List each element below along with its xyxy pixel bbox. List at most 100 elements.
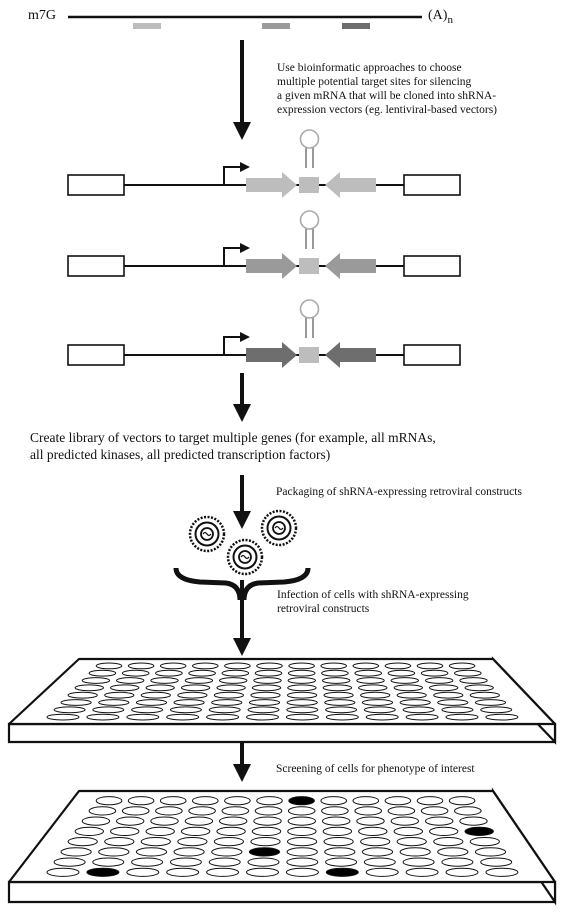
well [166,867,200,877]
well [480,857,513,867]
plate-front-face [7,722,557,744]
well [358,684,388,692]
well [287,816,316,826]
well [459,816,488,826]
well [92,706,125,714]
virus-particle-1 [188,515,226,553]
well [390,677,419,684]
well-grid [46,796,519,877]
well [60,699,92,706]
well [81,816,111,826]
well [445,713,479,721]
polya-tail-label: (A)n [428,8,453,26]
well [402,857,435,867]
well [361,699,394,706]
loop-box [299,177,319,193]
well [188,806,216,816]
well [131,857,164,867]
polya-tail-text: (A) [428,8,448,23]
mrna-strand [68,15,422,29]
target-site-2 [262,23,290,29]
promoter-arrowhead [240,332,250,342]
well [86,713,120,721]
well [224,796,251,806]
well [474,847,507,857]
well [98,847,130,857]
well [324,847,356,857]
plate-top-face [7,657,557,726]
step1-line: expression vectors (eg. lentiviral-based… [277,104,498,116]
well [441,706,474,714]
well [352,662,380,670]
well [420,669,449,677]
mrna-cap-label: m7G [28,8,56,23]
well [288,662,315,670]
well [474,699,507,706]
well [399,847,431,857]
promoter-arrow [223,247,242,266]
ltr-box-right [403,344,461,366]
well [433,837,464,847]
promoter-arrow [223,166,242,185]
well [127,662,155,670]
well [247,706,280,714]
well [251,826,282,837]
well [387,669,416,677]
well [180,684,211,692]
well [287,806,316,816]
well [206,713,240,721]
well [325,857,358,867]
well-plate-infection [7,656,557,745]
well [324,699,356,706]
well [399,699,431,706]
well [46,867,80,877]
well [416,796,444,806]
polya-tail-subscript: n [447,13,453,26]
well [358,826,388,837]
well [81,677,111,684]
down-arrow-2 [233,373,251,422]
sense-arrow [246,253,297,279]
hairpin-loop [299,210,320,230]
well [192,796,219,806]
ltr-box-left [67,344,125,366]
well [416,662,444,670]
well [188,669,216,677]
target-site-3 [342,23,370,29]
well [437,699,469,706]
well [155,806,183,816]
well [135,847,168,857]
virus-core [200,527,214,541]
well [322,684,353,692]
well [250,837,281,847]
well [325,713,359,721]
down-arrow-3 [233,475,251,529]
hit-well [325,867,359,877]
step2-line: Create library of vectors to target mult… [30,430,436,445]
well [459,677,488,684]
target-site-1 [133,23,161,29]
well [286,847,318,857]
well [322,816,351,826]
virus-core [238,550,252,564]
well [420,806,449,816]
down-arrow-5 [233,742,251,782]
well [365,713,399,721]
well [256,662,283,670]
well [322,826,353,837]
well [74,826,105,837]
well [354,669,383,677]
well [159,662,187,670]
ltr-box-left [67,174,125,196]
well [287,684,317,692]
well [131,706,164,714]
down-arrow-4 [233,580,251,656]
virus-particle-2 [260,509,298,547]
well [53,706,86,714]
well [429,684,459,692]
well [184,816,214,826]
virus-particle-3 [226,538,264,576]
well [287,677,316,684]
well [448,796,476,806]
well [360,691,391,699]
